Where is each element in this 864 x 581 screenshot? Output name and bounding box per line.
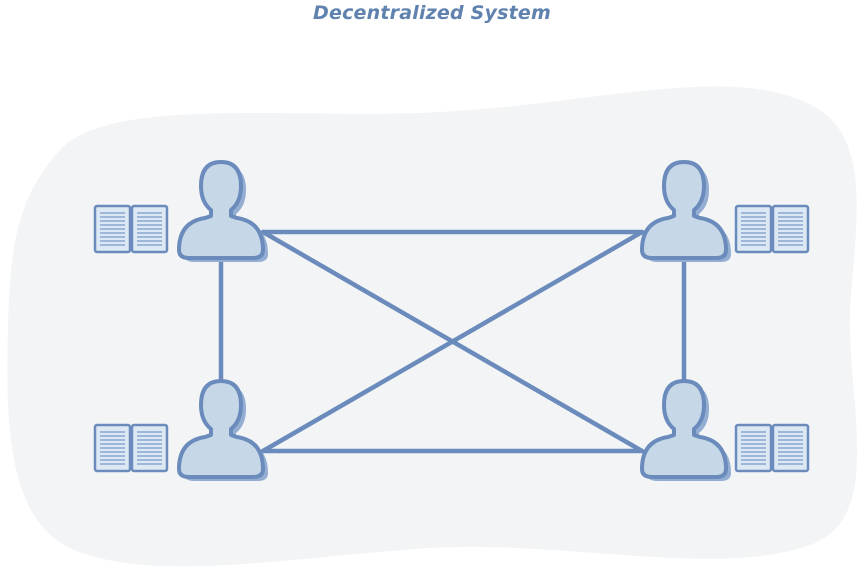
background-blob [7, 86, 858, 567]
connection-line-top-right-to-bottom-left [260, 229, 645, 454]
diagram-title: Decentralized System [313, 2, 551, 24]
connection-lines [218, 229, 687, 454]
ledger-book-icon [93, 423, 169, 473]
ledger-book-icon [734, 204, 810, 254]
ledger-book-icon [734, 423, 810, 473]
ledger-book-icon [93, 204, 169, 254]
